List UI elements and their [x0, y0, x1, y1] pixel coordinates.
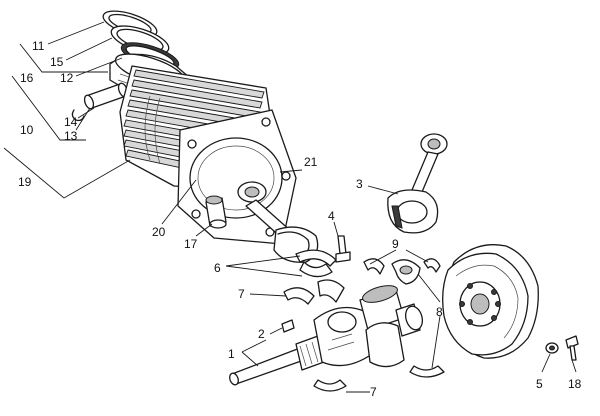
callout-21: 21 [304, 155, 318, 169]
callout-11: 11 [32, 39, 45, 53]
leader-lines [3, 21, 577, 393]
callout-10: 10 [20, 123, 34, 137]
big-end-bearing-shells [295, 249, 345, 303]
main-bearing-shells [363, 258, 441, 285]
callout-16: 16 [20, 71, 34, 85]
callout-4: 4 [328, 209, 335, 223]
callout-7-upper: 7 [238, 287, 245, 301]
callout-5: 5 [536, 377, 543, 391]
callout-6: 6 [214, 261, 221, 275]
callout-15: 15 [50, 55, 64, 69]
callout-20: 20 [152, 225, 166, 239]
callout-9: 9 [392, 237, 399, 251]
callout-18: 18 [568, 377, 582, 391]
callout-8: 8 [436, 305, 443, 319]
callout-3: 3 [356, 177, 363, 191]
connecting-rod [387, 133, 448, 234]
woodruff-key [281, 319, 295, 333]
circlip [71, 109, 85, 122]
crankshaft [229, 285, 424, 386]
callout-14: 14 [64, 115, 78, 129]
connecting-rod-assembled [237, 181, 319, 263]
main-bearing-shells-lower [283, 287, 445, 392]
flywheel-bolt [565, 335, 579, 361]
callout-labels: 11 15 12 16 14 10 13 19 20 17 21 3 4 9 6… [18, 39, 582, 399]
callout-2: 2 [258, 327, 265, 341]
conrod-bolt [335, 235, 351, 263]
flywheel [442, 244, 539, 359]
piston-pin [83, 82, 129, 110]
callout-7-lower: 7 [370, 385, 377, 399]
small-end-bush [205, 195, 227, 229]
callout-13: 13 [64, 129, 78, 143]
callout-19: 19 [18, 175, 32, 189]
callout-12: 12 [60, 71, 74, 85]
callout-1: 1 [228, 347, 235, 361]
flywheel-washer [545, 342, 559, 354]
callout-17: 17 [184, 237, 198, 251]
